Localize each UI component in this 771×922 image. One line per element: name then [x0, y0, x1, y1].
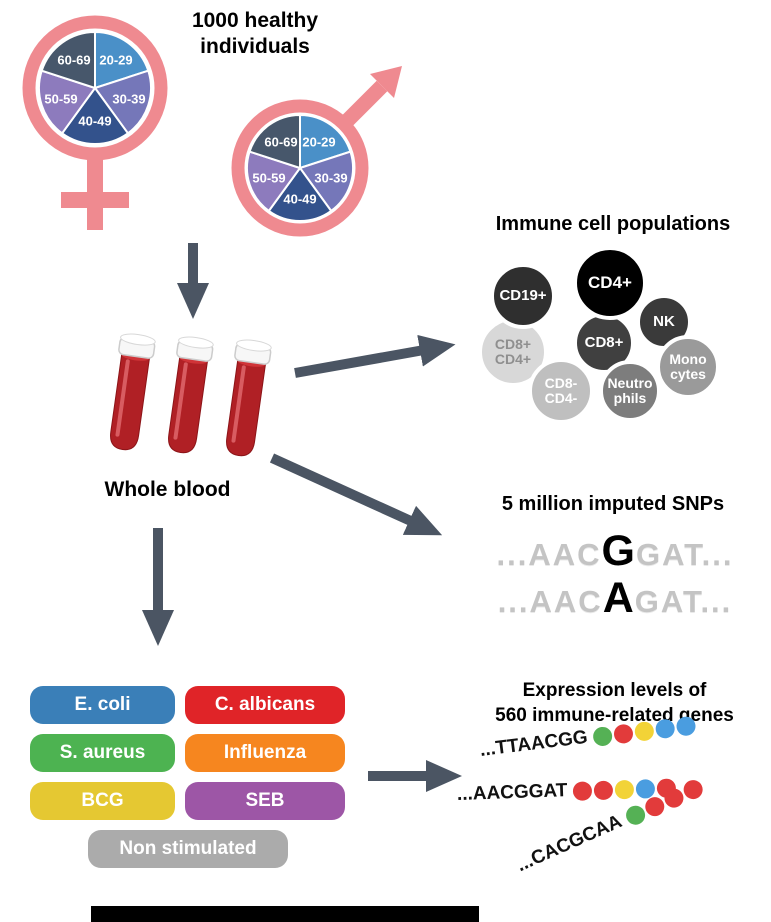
arrow-to-immune-cells: [294, 334, 456, 378]
cell-cd8neg-cd4neg: CD8- CD4-: [528, 358, 594, 424]
cell-monocytes: Mono cytes: [656, 335, 720, 399]
stimulus-saureus: S. aureus: [30, 734, 175, 772]
age-label: 50-59: [252, 171, 285, 186]
stimulus-ecoli: E. coli: [30, 686, 175, 724]
snps-title: 5 million imputed SNPs: [501, 493, 725, 515]
male-age-pie-labels: 20-29 30-39 40-49 50-59 60-69: [252, 135, 347, 207]
stimulus-influenza: Influenza: [185, 734, 345, 772]
tube-highlight: [115, 359, 130, 437]
snp-flank: GAT...: [635, 537, 734, 572]
female-symbol-ring: [22, 15, 168, 161]
snp-flank: ...AAC: [496, 537, 602, 572]
bead-red: [594, 780, 614, 800]
expression-title: Expression levels of 560 immune-related …: [495, 680, 734, 726]
blood-tube: [110, 333, 156, 451]
male-symbol-arrow-shaft: [337, 80, 388, 131]
pie-slice-50-59: [246, 150, 302, 213]
age-label: 50-59: [44, 92, 77, 107]
pie-slice-60-69: [40, 30, 96, 90]
tube-mouth: [236, 339, 272, 352]
female-age-pie: [38, 30, 152, 145]
snp-variant-letter: G: [601, 527, 636, 575]
blood-tube: [226, 339, 272, 457]
male-age-pie: [246, 113, 354, 222]
bead-red: [613, 722, 635, 744]
cell-cd19pos: CD19+: [490, 263, 556, 329]
snp-flank: ...AAC: [497, 584, 603, 619]
blood-fill: [226, 359, 266, 457]
age-label: 60-69: [264, 135, 297, 150]
age-label: 20-29: [302, 135, 335, 150]
age-label: 40-49: [78, 114, 111, 129]
female-age-pie-labels: 20-29 30-39 40-49 50-59 60-69: [44, 53, 145, 129]
snp-flank: GAT...: [634, 584, 733, 619]
stimulus-bcg: BCG: [30, 782, 175, 820]
male-symbol-arrowhead: [370, 66, 402, 98]
bead-blue: [654, 717, 677, 739]
pie-slice-60-69: [248, 113, 301, 170]
age-label: 60-69: [57, 53, 90, 68]
immune-populations-title: Immune cell populations: [495, 213, 731, 235]
blood-tubes: [110, 333, 272, 457]
pie-slice-30-39: [93, 69, 152, 135]
pie-slice-30-39: [298, 150, 354, 213]
female-symbol: [22, 15, 168, 230]
bead-red: [573, 780, 593, 801]
snp-sequence-allele-g: ...AACGGAT...: [450, 528, 771, 575]
pie-slice-40-49: [267, 166, 333, 222]
snp-sequences: ...AACGGAT... ...AACAGAT...: [450, 528, 771, 622]
stimulus-calbicans: C. albicans: [185, 686, 345, 724]
bottom-crop-bar: [91, 906, 479, 922]
age-label: 20-29: [99, 53, 132, 68]
blood-fill: [168, 356, 208, 454]
bead-yellow: [634, 720, 656, 742]
cell-cd4pos: CD4+: [573, 246, 647, 320]
blood-fill: [110, 353, 150, 451]
age-label: 30-39: [112, 92, 145, 107]
tube-highlight: [173, 362, 188, 440]
stimulus-non-stimulated: Non stimulated: [88, 830, 288, 868]
bead-blue: [675, 715, 697, 737]
male-symbol-ring: [231, 99, 369, 237]
tube-highlight: [231, 365, 246, 443]
age-label: 30-39: [314, 171, 347, 186]
female-symbol-crossbar: [61, 192, 129, 208]
arrow-to-snps: [269, 453, 443, 536]
cohort-title: 1000 healthy individuals: [191, 9, 319, 59]
flow-arrows: [142, 243, 462, 792]
pie-slice-50-59: [38, 69, 97, 135]
pie-slice-40-49: [60, 86, 130, 145]
whole-blood-label: Whole blood: [104, 478, 231, 501]
tube-mouth: [120, 333, 156, 346]
bead-yellow: [615, 779, 635, 799]
stimulus-seb: SEB: [185, 782, 345, 820]
age-label: 40-49: [283, 192, 316, 207]
blood-tube: [168, 336, 214, 454]
cell-neutrophils: Neutro phils: [599, 360, 661, 422]
male-symbol: [231, 66, 402, 237]
tube-mouth: [178, 336, 214, 349]
snp-sequence-allele-a: ...AACAGAT...: [450, 575, 771, 622]
snp-variant-letter: A: [602, 574, 635, 622]
bead-green: [592, 725, 614, 747]
gene-sequence: ...AACGGAT: [456, 780, 568, 805]
